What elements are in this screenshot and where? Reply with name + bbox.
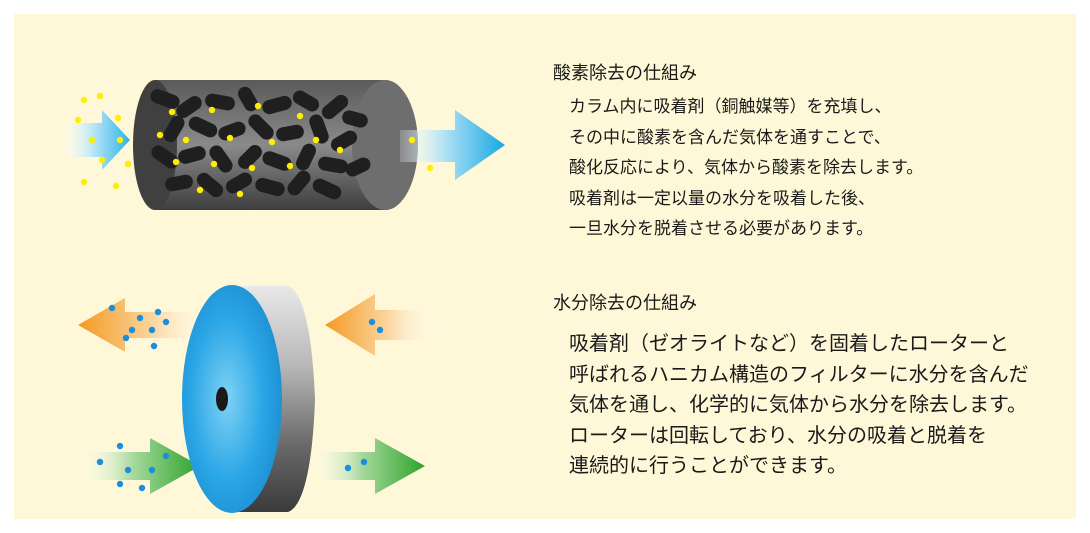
oxygen-molecules-inside <box>156 102 344 198</box>
water-molecules-green-right <box>344 458 368 472</box>
oxygen-outlet-arrow <box>400 110 505 180</box>
oxygen-removal-section: 酸素除去の仕組み カラム内に吸着剤（銅触媒等）を充填し、 その中に酸素を含んだ気… <box>553 62 923 245</box>
oxygen-molecules-outlet <box>408 136 434 172</box>
water-molecules-orange <box>108 304 170 350</box>
water-molecules-orange-right <box>368 318 384 334</box>
oxygen-removal-line: 吸着剤は一定以量の水分を吸着した後、 <box>569 188 875 209</box>
moisture-removal-line: 気体を通し、化学的に気体から水分を除去します。 <box>569 392 1027 416</box>
oxygen-removal-line: カラム内に吸着剤（銅触媒等）を充填し、 <box>569 97 892 117</box>
orange-inlet-arrow <box>325 294 440 356</box>
adsorbent-column <box>133 80 418 210</box>
water-molecules-green <box>96 442 170 492</box>
rotor <box>182 285 315 513</box>
green-inlet-arrow <box>78 438 200 494</box>
oxygen-removal-line: 酸化反応により、気体から酸素を除去します。 <box>569 158 924 178</box>
oxygen-removal-title: 酸素除去の仕組み <box>553 63 697 84</box>
moisture-removal-description: 吸着剤（ゼオライトなど）を固着したローターと 呼ばれるハニカム構造のフィルターに… <box>553 328 1029 481</box>
oxygen-molecules-inlet <box>74 92 132 190</box>
moisture-removal-line: 呼ばれるハニカム構造のフィルターに水分を含んだ <box>569 361 1029 386</box>
oxygen-removal-line: 一旦水分を脱着させる必要があります。 <box>569 219 874 239</box>
moisture-removal-section: 水分除去の仕組み 吸着剤（ゼオライトなど）を固着したローターと 呼ばれるハニカム… <box>553 292 1029 481</box>
oxygen-removal-line: その中に酸素を含んだ気体を通すことで、 <box>569 127 891 148</box>
moisture-removal-line: ローターは回転しており、水分の吸着と脱着を <box>569 422 987 447</box>
adsorbent-pellets <box>150 86 371 200</box>
orange-outlet-arrow <box>78 298 215 352</box>
oxygen-removal-description: カラム内に吸着剤（銅触媒等）を充填し、 その中に酸素を含んだ気体を通すことで、 … <box>553 92 923 245</box>
moisture-removal-line: 吸着剤（ゼオライトなど）を固着したローターと <box>569 331 1009 355</box>
moisture-removal-line: 連続的に行うことができます。 <box>569 453 847 477</box>
moisture-removal-title: 水分除去の仕組み <box>553 293 697 314</box>
green-outlet-arrow <box>310 438 425 494</box>
